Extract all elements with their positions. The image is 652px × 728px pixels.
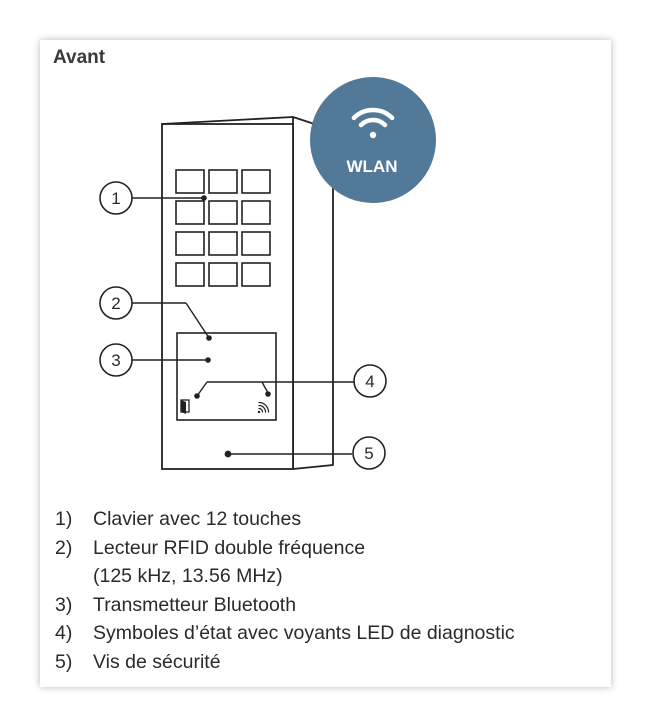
callout-5: 5 [352, 436, 386, 470]
legend-item: 1) Clavier avec 12 touches [55, 505, 615, 534]
legend-text-continuation: (125 kHz, 13.56 MHz) [93, 565, 283, 587]
leader-line-4c [261, 381, 269, 394]
legend-item: 4) Symboles d’état avec voyants LED de d… [55, 619, 615, 648]
legend-text: Vis de sécurité [93, 650, 221, 673]
keypad-key [208, 200, 238, 225]
leader-line-2b [185, 302, 210, 339]
legend-text: Lecteur RFID double fréquence [93, 536, 366, 559]
leader-dot [205, 357, 211, 363]
keypad-key [241, 262, 271, 287]
figure-heading: Avant [53, 47, 106, 68]
keypad-key [175, 262, 205, 287]
keypad-key [241, 231, 271, 256]
legend-number: 2) [55, 536, 73, 559]
rfid-reader-window [176, 332, 277, 421]
callout-1: 1 [99, 181, 133, 215]
wlan-badge: WLAN [310, 77, 436, 203]
legend-text: Transmetteur Bluetooth [93, 593, 297, 616]
callout-label: 5 [364, 444, 373, 463]
wlan-label: WLAN [347, 157, 398, 176]
legend-item: 3) Transmetteur Bluetooth [55, 591, 615, 620]
keypad-key [208, 231, 238, 256]
legend-item: 2) Lecteur RFID double fréquence (125 kH… [55, 534, 615, 591]
contactless-status-icon [257, 401, 270, 414]
leader-dot [265, 391, 271, 397]
legend-number: 4) [55, 622, 73, 644]
legend-text: Symboles d’état avec voyants LED de diag… [93, 622, 515, 644]
callout-label: 2 [111, 294, 120, 313]
callout-4: 4 [353, 364, 387, 398]
legend-list: 1) Clavier avec 12 touches 2) Lecteur RF… [55, 505, 615, 676]
leader-dot [194, 393, 200, 399]
leader-dot [206, 335, 212, 341]
legend-number: 1) [55, 508, 73, 530]
keypad-key [241, 200, 271, 225]
keypad [175, 169, 271, 287]
keypad-key [175, 200, 205, 225]
leader-line-4a [196, 381, 208, 397]
leader-dot [201, 195, 207, 201]
wifi-icon [351, 107, 395, 139]
legend-text: Clavier avec 12 touches [93, 508, 302, 530]
callout-label: 1 [111, 189, 120, 208]
keypad-key [175, 169, 205, 194]
device-top-edge [161, 116, 294, 125]
legend-item: 5) Vis de sécurité [55, 648, 615, 677]
door-status-icon [180, 399, 190, 414]
callout-2: 2 [99, 286, 133, 320]
legend-number: 5) [55, 650, 73, 673]
callout-label: 3 [111, 351, 120, 370]
keypad-key [208, 169, 238, 194]
callout-3: 3 [99, 343, 133, 377]
keypad-key [241, 169, 271, 194]
callout-label: 4 [365, 372, 374, 391]
keypad-key [208, 262, 238, 287]
leader-lines [132, 197, 354, 455]
security-screw [224, 450, 232, 458]
legend-number: 3) [55, 593, 73, 616]
leader-dots [194, 195, 271, 458]
keypad-key [175, 231, 205, 256]
